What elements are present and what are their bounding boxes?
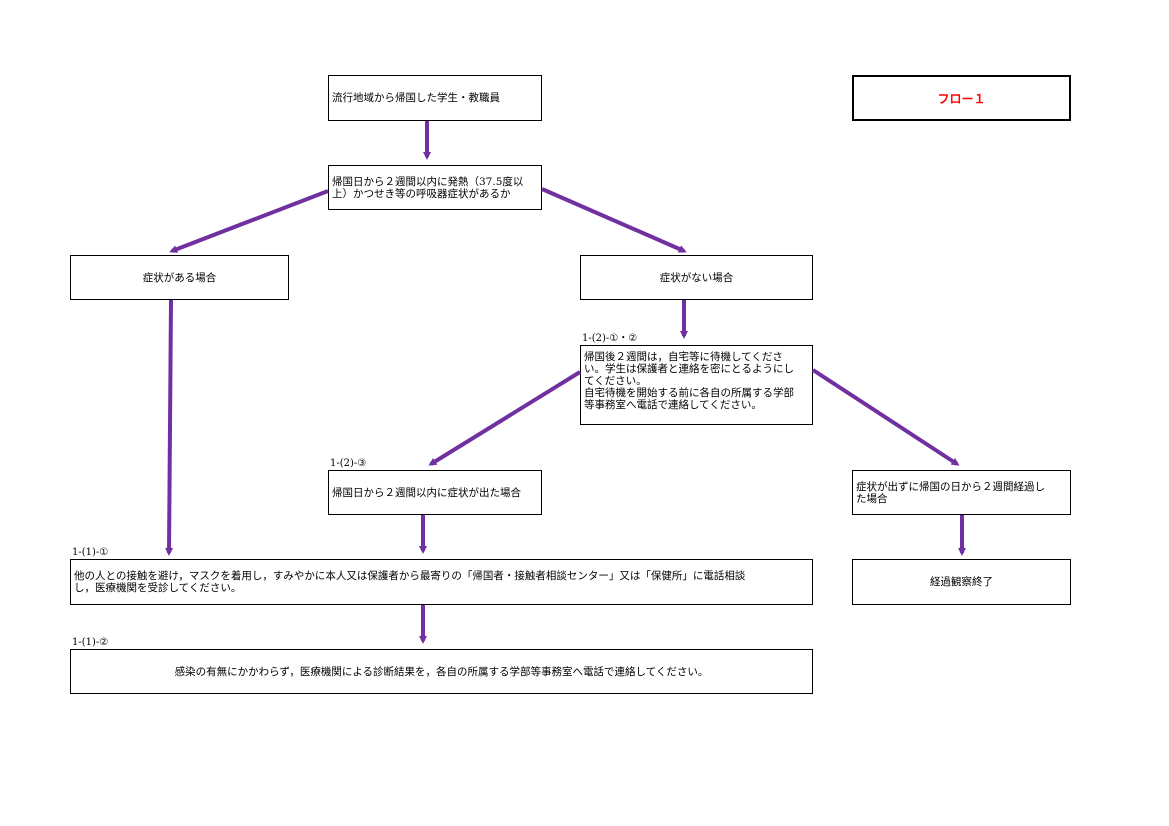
section-label-report: 1-(1)-② xyxy=(72,637,109,648)
has-symptoms-node: 症状がある場合 xyxy=(70,255,289,300)
consult-node: 他の人との接触を避け，マスクを着用し，すみやかに本人又は保護者から最寄りの「帰国… xyxy=(70,559,813,605)
arrow-question-to-no-symptoms xyxy=(541,187,687,253)
section-label-consult: 1-(1)-① xyxy=(72,547,109,558)
no-symptoms-after-text: 症状が出ずに帰国の日から２週間経過し た場合 xyxy=(856,480,1045,505)
no-symptoms-node: 症状がない場合 xyxy=(580,255,813,300)
arrow-wait-home-to-symptoms-within xyxy=(428,370,582,466)
report-node: 感染の有無にかかわらず，医療機関による診断結果を，各自の所属する学部等事務室へ電… xyxy=(70,649,813,694)
has-symptoms-text: 症状がある場合 xyxy=(142,271,217,284)
start-node: 流行地域から帰国した学生・教職員 xyxy=(328,75,542,121)
observation-end-text: 経過観察終了 xyxy=(930,576,993,588)
section-label-wait-home: 1-(2)-①・② xyxy=(582,333,638,344)
consult-text: 他の人との接触を避け，マスクを着用し，すみやかに本人又は保護者から最寄りの「帰国… xyxy=(74,570,746,594)
start-node-text: 流行地域から帰国した学生・教職員 xyxy=(332,92,500,104)
no-symptoms-text: 症状がない場合 xyxy=(659,271,734,284)
arrow-has-symptoms-to-consult xyxy=(165,299,174,556)
arrow-question-to-has-symptoms xyxy=(169,189,329,253)
symptoms-within-node: 帰国日から２週間以内に症状が出た場合 xyxy=(328,470,542,515)
wait-home-text: 帰国後２週間は，自宅等に待機してくださ い。学生は保護者と連絡を密にとるようにし… xyxy=(584,351,794,411)
observation-end-node: 経過観察終了 xyxy=(852,559,1071,605)
no-symptoms-after-node: 症状が出ずに帰国の日から２週間経過し た場合 xyxy=(852,470,1071,515)
report-text: 感染の有無にかかわらず，医療機関による診断結果を，各自の所属する学部等事務室へ電… xyxy=(174,665,709,678)
question-node-text: 帰国日から２週間以内に発熱（37.5度以 上）かつせき等の呼吸器症状があるか xyxy=(332,175,524,200)
flow-title: フロー１ xyxy=(852,75,1071,121)
symptoms-within-text: 帰国日から２週間以内に症状が出た場合 xyxy=(332,486,521,499)
question-node: 帰国日から２週間以内に発熱（37.5度以 上）かつせき等の呼吸器症状があるか xyxy=(328,165,542,210)
section-label-symptoms-within: 1-(2)-③ xyxy=(330,458,367,469)
wait-home-node: 帰国後２週間は，自宅等に待機してくださ い。学生は保護者と連絡を密にとるようにし… xyxy=(580,345,813,425)
arrow-wait-home-to-no-symptoms-after xyxy=(811,368,960,466)
